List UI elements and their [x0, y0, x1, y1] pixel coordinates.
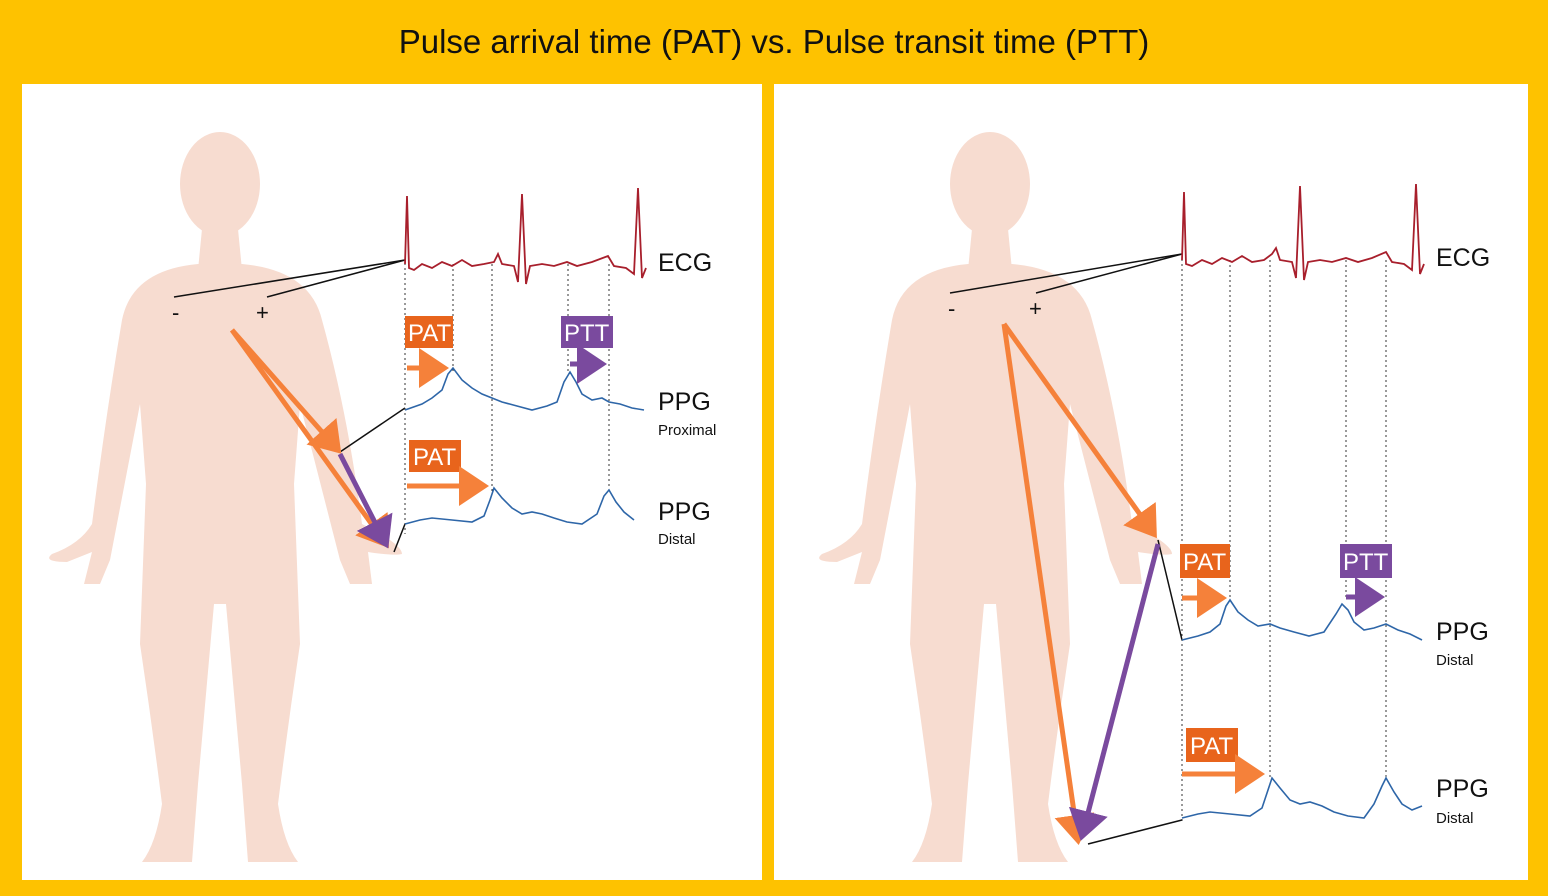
pat-tag-1-label: PAT	[408, 320, 451, 347]
ppg-proximal-sub: Proximal	[658, 422, 716, 439]
pat-path-arrow-distal	[229, 328, 389, 549]
pat-path-arrow-wrist	[1001, 322, 1157, 539]
pat-tag-1	[405, 316, 453, 348]
left-diagram: - + ECG PPG Proximal PPG Distal PAT PTT	[49, 132, 716, 862]
pat-tag-1-label: PAT	[1183, 549, 1226, 576]
figure-title: Pulse arrival time (PAT) vs. Pulse trans…	[398, 23, 1150, 60]
plus-electrode-label: +	[256, 300, 269, 325]
ecg-lead-wires	[173, 259, 406, 553]
ppg-distal-trace	[404, 486, 635, 525]
ppg-distal-2-trace	[1181, 776, 1423, 819]
pat-path-arrow-proximal	[230, 328, 342, 454]
ptt-path-arrow	[1068, 543, 1161, 841]
ecg-label: ECG	[658, 249, 712, 277]
ppg-distal-2-label: PPG	[1436, 775, 1489, 803]
pat-tag-2-label: PAT	[413, 444, 456, 471]
ptt-tag-label: PTT	[1343, 549, 1389, 576]
ptt-tag-label: PTT	[564, 320, 610, 347]
pat-tag-1	[1180, 544, 1230, 578]
ecg-trace	[1181, 183, 1425, 281]
left-panel: - + ECG PPG Proximal PPG Distal PAT PTT	[22, 84, 762, 880]
ppg-distal-1-label: PPG	[1436, 618, 1489, 646]
pat-tag-2	[409, 440, 461, 472]
minus-electrode-label: -	[172, 300, 179, 325]
ppg-distal-1-sub: Distal	[1436, 652, 1474, 669]
body-silhouette	[819, 132, 1172, 862]
plus-electrode-label: +	[1029, 296, 1042, 321]
pat-path-arrow-foot	[1001, 323, 1095, 845]
right-diagram: - + ECG PPG Distal PPG Distal PAT PTT	[819, 132, 1490, 862]
ppg-proximal-trace	[404, 366, 645, 411]
body-silhouette	[49, 132, 403, 862]
ecg-trace	[404, 187, 647, 285]
ppg-distal-sub: Distal	[658, 531, 696, 548]
ppg-proximal-label: PPG	[658, 388, 711, 416]
ecg-label: ECG	[1436, 244, 1490, 272]
ptt-tag	[561, 316, 613, 348]
pat-tag-2	[1186, 728, 1238, 762]
ppg-distal-label: PPG	[658, 498, 711, 526]
ptt-path-arrow	[337, 452, 393, 549]
right-panel: - + ECG PPG Distal PPG Distal PAT PTT	[774, 84, 1528, 880]
pat-tag-2-label: PAT	[1190, 733, 1233, 760]
ppg-distal-2-sub: Distal	[1436, 810, 1474, 827]
minus-electrode-label: -	[948, 296, 955, 321]
ptt-tag	[1340, 544, 1392, 578]
time-guides	[1181, 254, 1387, 824]
